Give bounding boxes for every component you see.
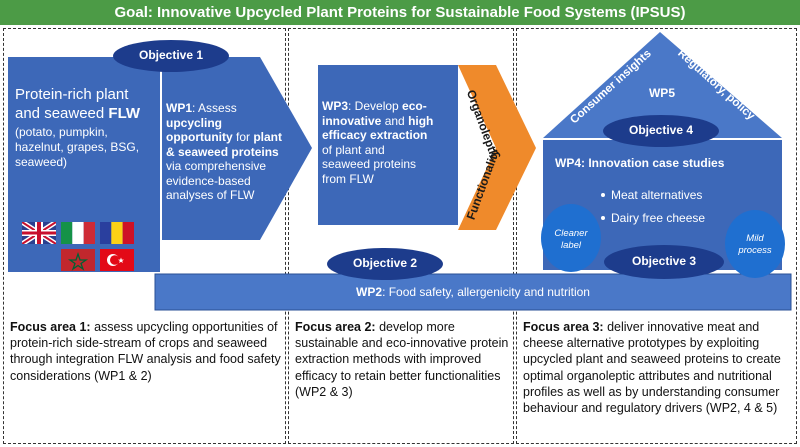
wp3-t1: : Develop	[348, 99, 403, 113]
wp4-title: WP4: Innovation case studies	[555, 156, 725, 170]
objective-4-ellipse	[603, 115, 719, 147]
wp2-label: WP2	[356, 285, 383, 299]
wp2-bar	[154, 273, 792, 311]
flw-item-3: seaweed)	[15, 155, 68, 169]
mild-line-1: Mild	[746, 233, 764, 244]
focus-area-2-frame	[288, 28, 514, 444]
flw-line-2a: and seaweed	[15, 105, 109, 122]
wp3-t6: efficacy extraction	[322, 128, 428, 142]
cleaner-line-2: label	[560, 240, 582, 251]
wp3-t3: innovative	[322, 113, 382, 128]
wp3-line-4: of plant and	[322, 142, 385, 157]
objective-4-label: Objective 4	[628, 123, 694, 137]
wp3-line-6: from FLW	[322, 171, 374, 186]
wp3-t2: eco-	[402, 99, 427, 113]
focus-area-3-head: Focus area 3:	[523, 320, 604, 334]
wp1-line-4: & seaweed proteins	[166, 145, 306, 160]
wp1-t3: opportunity	[166, 130, 233, 144]
focus-area-3: Focus area 3: deliver innovative meat an…	[523, 319, 795, 416]
wp5-roof	[543, 32, 782, 138]
flw-bold: FLW	[108, 105, 141, 122]
focus-area-2-head: Focus area 2:	[295, 320, 376, 334]
focus-area-2: Focus area 2: develop more sustainable a…	[295, 319, 511, 400]
wp1-t4: for	[232, 130, 254, 144]
objective-1-ellipse	[113, 40, 229, 72]
focus-area-1-frame	[3, 28, 286, 444]
wp1-t6: & seaweed proteins	[166, 144, 279, 159]
wp1-label: WP1	[166, 101, 193, 115]
wp3-text: WP3: Develop eco- innovative and high ef…	[322, 99, 456, 186]
orange-arrow	[458, 65, 536, 230]
wp1-line-3: opportunity for plant	[166, 130, 306, 145]
cleaner-label-text: Cleaner label	[548, 228, 594, 252]
italy-flag	[61, 222, 95, 244]
wp3-box	[318, 65, 458, 225]
wp1-t2: upcycling	[166, 115, 223, 130]
wp1-line-6: evidence-based	[166, 173, 251, 188]
wp1-line-2: upcycling	[166, 116, 306, 131]
wp1-t1: : Assess	[192, 101, 237, 115]
objective-2-ellipse	[327, 248, 443, 280]
wp3-line-2: innovative and high	[322, 114, 456, 129]
mild-line-2: process	[738, 245, 772, 256]
wp1-line-7: analyses of FLW	[166, 188, 255, 202]
flw-line-2: and seaweed FLW	[15, 104, 157, 123]
wp3-label: WP3	[322, 99, 349, 113]
wp3-line-1: WP3: Develop eco-	[322, 99, 456, 114]
mild-process-ellipse	[725, 210, 785, 278]
goal-title: Goal: Innovative Upcycled Plant Proteins…	[0, 0, 800, 25]
focus-area-1-head: Focus area 1:	[10, 320, 91, 334]
focus-area-3-body: deliver innovative meat and cheese alter…	[523, 320, 781, 416]
cleaner-label-ellipse	[541, 204, 601, 272]
wp1-text: WP1: Assess upcycling opportunity for pl…	[166, 101, 306, 203]
wp1-line-1: WP1: Assess	[166, 101, 306, 116]
morocco-flag	[61, 249, 95, 271]
mild-process-text: Mild process	[732, 233, 778, 257]
focus-area-1: Focus area 1: assess upcycling opportuni…	[10, 319, 282, 384]
uk-flag	[22, 222, 56, 244]
objective-3-ellipse	[604, 245, 724, 279]
bullet-dot-1	[601, 193, 605, 197]
objective-3-label: Objective 3	[631, 254, 697, 268]
romania-flag	[100, 222, 134, 244]
flw-line-1: Protein-rich plant	[15, 86, 129, 103]
wp3-line-5: seaweed proteins	[322, 157, 417, 171]
focus-area-3-frame	[516, 28, 797, 444]
flw-item-2: hazelnut, grapes, BSG,	[15, 140, 140, 154]
wp1-arrow	[162, 57, 312, 240]
wp4-bullet-1: Meat alternatives	[611, 188, 703, 202]
objective-2-label: Objective 2	[352, 256, 418, 270]
focus-area-1-body: assess upcycling opportunities of protei…	[10, 320, 281, 383]
wp1-line-5: via comprehensive	[166, 159, 267, 173]
wp2-desc: : Food safety, allergenicity and nutriti…	[382, 285, 590, 299]
wp3-t5: high	[408, 113, 434, 128]
flw-item-1: (potato, pumpkin,	[15, 125, 108, 139]
focus-area-2-body: develop more sustainable and eco-innovat…	[295, 320, 509, 399]
wp3-t4: and	[381, 113, 409, 128]
objective-1-label: Objective 1	[138, 48, 204, 62]
wp1-t5: plant	[253, 130, 282, 144]
bullet-dot-2	[601, 216, 605, 220]
cleaner-line-1: Cleaner	[554, 228, 588, 239]
wp5-label: WP5	[648, 86, 675, 100]
wp2-text: WP2: Food safety, allergenicity and nutr…	[155, 285, 791, 299]
turkey-flag	[100, 249, 134, 271]
wp3-line-3: efficacy extraction	[322, 128, 456, 143]
flw-text: Protein-rich plant and seaweed FLW (pota…	[15, 85, 157, 170]
wp4-bullet-2: Dairy free cheese	[611, 211, 706, 225]
